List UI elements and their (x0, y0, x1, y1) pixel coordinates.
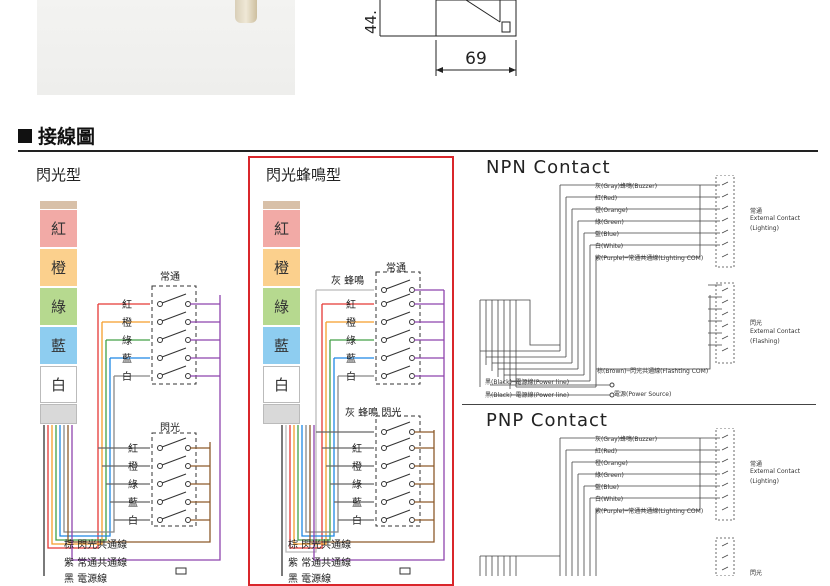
npn-wire-red: 紅(Red) (595, 195, 618, 202)
buzzer-label: 灰 蜂鳴 (331, 276, 365, 287)
pnp-wire-red: 紅(Red) (595, 448, 618, 455)
wire-label-white: 白 (122, 372, 132, 383)
normal-label: 常通 (160, 272, 180, 283)
product-part (235, 0, 257, 23)
panel-flash-title: 閃光型 (36, 166, 82, 184)
wire-label-white: 白 (346, 372, 356, 383)
lamp-base (263, 404, 300, 424)
wire-label-green: 綠 (122, 336, 132, 347)
lamp-cap (263, 201, 300, 209)
flash-wire-label-white: 白 (352, 516, 362, 527)
npn-wire-purple: 紫(Purple)─常通共通線(Lighting COM) (595, 255, 704, 262)
lamp-base (40, 404, 77, 424)
npn-flash-com: 棕(Brown)─閃光共通線(Flashting COM) (597, 368, 709, 375)
flash-wire-label-green: 綠 (128, 480, 138, 491)
lamp-red: 紅 (40, 210, 77, 247)
npn-group1-en: External Contact (750, 215, 801, 222)
npn-wire-green: 綠(Green) (595, 219, 624, 226)
pnp-title: PNP Contact (486, 410, 608, 431)
dimension-partial-value: 44. (362, 10, 380, 34)
pnp-group2-cn: 閃光 (750, 570, 763, 577)
npn-diagram (479, 175, 735, 398)
flash-wire-label-orange: 橙 (128, 462, 138, 473)
lamp-blue: 藍 (263, 327, 300, 364)
wire-label-orange: 橙 (122, 318, 132, 329)
flash-label: 閃光 (160, 423, 180, 434)
power-black-label: 黑 電源線 (64, 574, 108, 585)
flash-wire-label-blue: 藍 (128, 498, 138, 509)
lamp-orange: 橙 (40, 249, 77, 286)
npn-group1-sub: (Lighting) (750, 225, 779, 232)
npn-group1-cn: 常通 (750, 208, 763, 215)
wire-label-blue: 藍 (346, 354, 356, 365)
square-bullet-icon (18, 128, 32, 143)
wire-label-red: 紅 (122, 300, 132, 311)
npn-wire-white: 白(White) (595, 243, 624, 250)
divider (462, 404, 816, 405)
panel-buzzer-title: 閃光蜂鳴型 (266, 166, 342, 184)
pnp-wire-white: 白(White) (595, 496, 624, 503)
flash-wire-label-red: 紅 (352, 444, 362, 455)
lamp-green: 綠 (263, 288, 300, 325)
divider (18, 150, 818, 152)
flash-wire-label-green: 綠 (352, 480, 362, 491)
section-title: 接線圖 (18, 122, 95, 149)
wire-label-green: 綠 (346, 336, 356, 347)
lamp-red: 紅 (263, 210, 300, 247)
pnp-diagram (479, 428, 735, 576)
wire-label-red: 紅 (346, 300, 356, 311)
buzzer-flash-label: 灰 蜂鳴 閃光 (345, 408, 402, 419)
lamp-white: 白 (263, 366, 300, 403)
lamp-green: 綠 (40, 288, 77, 325)
dimension-value: 69 (465, 49, 487, 69)
lamp-cap (40, 201, 77, 209)
npn-group2-en: External Contact (750, 328, 801, 335)
com-brown-label: 棕 閃光共通線 (288, 540, 352, 551)
product-photo (37, 0, 295, 95)
flash-wire-label-orange: 橙 (352, 462, 362, 473)
power-black-label: 黑 電源線 (288, 574, 332, 585)
pnp-wire-green: 綠(Green) (595, 472, 624, 479)
com-purple-label: 紫 常通共通線 (288, 558, 352, 569)
panel-flash-wiring (43, 285, 221, 576)
pnp-group1-cn: 常通 (750, 461, 763, 468)
switch-row-1 (157, 293, 191, 307)
lamp-orange: 橙 (263, 249, 300, 286)
section-title-text: 接線圖 (38, 126, 96, 148)
npn-group2-sub: (Flashing) (750, 338, 780, 345)
panel-buzzer-wiring (281, 271, 445, 576)
pnp-group1-sub: (Lighting) (750, 478, 779, 485)
normal-label: 常通 (386, 263, 406, 274)
lamp-white: 白 (40, 366, 77, 403)
pnp-wire-gray: 灰(Gray)蜂鳴(Buzzer) (595, 436, 658, 443)
pnp-group1-en: External Contact (750, 468, 801, 475)
npn-power-line-2: 黑(Black)─電源線(Power line) (485, 392, 570, 399)
wire-label-blue: 藍 (122, 354, 132, 365)
dimension-drawing: 69 44. (362, 0, 517, 76)
pnp-wire-orange: 橙(Orange) (595, 460, 628, 467)
pnp-wire-blue: 藍(Blue) (595, 484, 619, 491)
wire-label-orange: 橙 (346, 318, 356, 329)
npn-power-line-1: 黑(Black)─電源線(Power line) (485, 379, 570, 386)
npn-wire-orange: 橙(Orange) (595, 207, 628, 214)
flash-wire-label-white: 白 (128, 516, 138, 527)
flash-wire-label-blue: 藍 (352, 498, 362, 509)
npn-wire-blue: 藍(Blue) (595, 231, 619, 238)
lamp-blue: 藍 (40, 327, 77, 364)
npn-group2-cn: 閃光 (750, 320, 763, 327)
com-purple-label: 紫 常通共通線 (64, 558, 128, 569)
npn-power-source: 電源(Power Source) (614, 391, 672, 398)
flash-wire-label-red: 紅 (128, 444, 138, 455)
npn-wire-gray: 灰(Gray)蜂鳴(Buzzer) (595, 183, 658, 190)
com-brown-label: 棕 閃光共通線 (64, 540, 128, 551)
npn-title: NPN Contact (486, 157, 611, 178)
pnp-wire-purple: 紫(Purple)─常通共通線(Lighting COM) (595, 508, 704, 515)
